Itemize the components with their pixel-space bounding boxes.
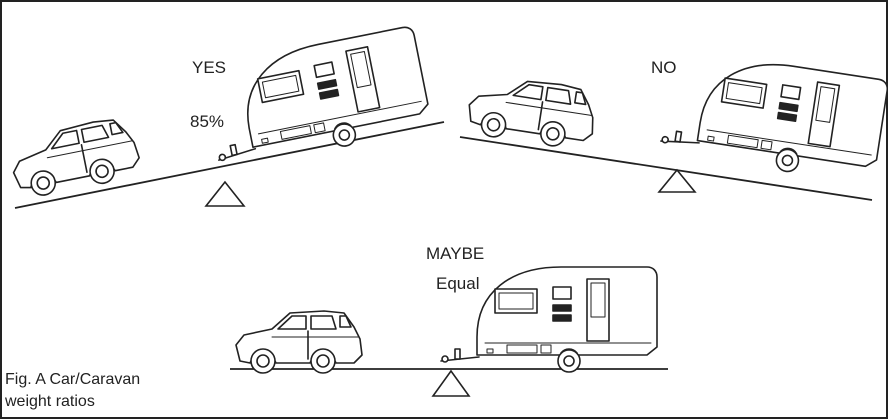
car-icon	[465, 71, 599, 151]
no-label: NO	[651, 58, 677, 78]
caravan-icon	[659, 48, 888, 184]
yes-balance	[7, 26, 444, 208]
car-icon	[236, 311, 362, 373]
caption-line-1: Fig. A Car/Caravan	[5, 369, 140, 391]
caption-line-2: weight ratios	[5, 391, 140, 413]
maybe-label: MAYBE	[426, 244, 484, 264]
figure-caption: Fig. A Car/Caravan weight ratios	[5, 369, 140, 413]
fulcrum-triangle-icon	[433, 371, 469, 396]
caravan-icon	[200, 26, 432, 171]
yes-label: YES	[192, 58, 226, 78]
maybe-ratio-label: Equal	[436, 274, 479, 294]
fulcrum-triangle-icon	[659, 170, 695, 192]
fulcrum-triangle-icon	[206, 182, 244, 206]
yes-ratio-label: 85%	[190, 112, 224, 132]
